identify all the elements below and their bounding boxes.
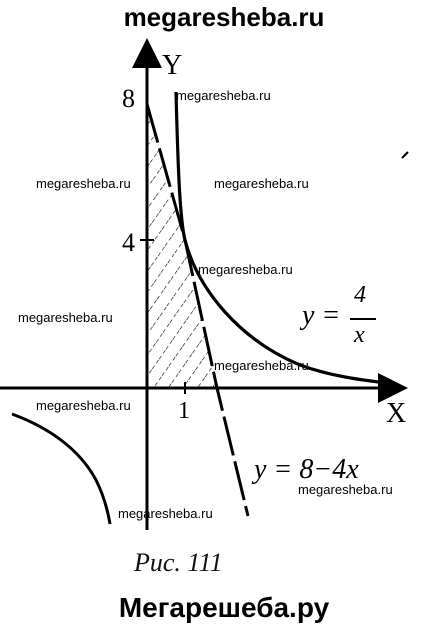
site-header: megaresheba.ru	[123, 2, 325, 32]
line-y-8-4x	[145, 103, 250, 517]
figure-caption: Рис. 111	[134, 548, 223, 577]
watermark: megaresheba.ru	[298, 482, 393, 497]
watermark: megaresheba.ru	[36, 398, 131, 413]
tick-label-8: 8	[122, 84, 135, 113]
stray-mark	[401, 151, 409, 159]
hyperbola-equation-denominator: x	[354, 322, 365, 348]
watermark: megaresheba.ru	[176, 88, 271, 103]
watermark: megaresheba.ru	[18, 310, 113, 325]
hyperbola-positive-branch	[174, 91, 396, 386]
hyperbola-equation-numerator: 4	[354, 282, 366, 308]
hyperbola-negative-branch	[11, 412, 112, 525]
x-axis-label: X	[386, 398, 407, 429]
y-axis-label: Y	[162, 50, 183, 81]
watermark: megaresheba.ru	[214, 358, 309, 373]
shaded-region	[147, 110, 217, 388]
watermark: megaresheba.ru	[214, 176, 309, 191]
tick-label-4: 4	[122, 228, 135, 257]
hyperbola-equation-lhs: y =	[302, 300, 341, 331]
line-equation: y = 8−4x	[254, 454, 359, 485]
watermark: megaresheba.ru	[36, 176, 131, 191]
watermark: megaresheba.ru	[198, 262, 293, 277]
watermark: megaresheba.ru	[118, 506, 213, 521]
tick-label-1: 1	[178, 398, 190, 424]
site-footer: Мегарешеба.ру	[118, 592, 330, 623]
